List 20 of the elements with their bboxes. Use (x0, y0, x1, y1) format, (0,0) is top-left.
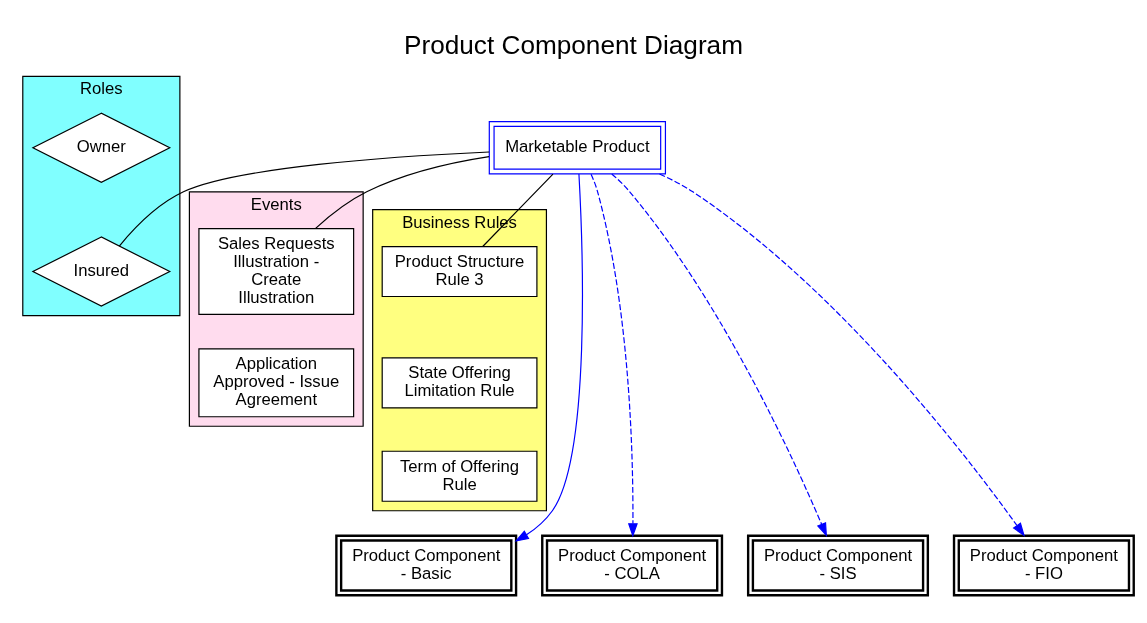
node-box: Sales Requests Illustration - Create Illustration (198, 227, 355, 315)
node-box: Application Approved - Issue Agreement (198, 347, 355, 417)
node-box: Product Component - Basic (335, 534, 518, 596)
node-diamond: Insured (31, 235, 172, 307)
connector (314, 155, 490, 229)
node-box: Marketable Product (488, 120, 667, 175)
arrow (611, 172, 828, 537)
node-box: State Offering Limitation Rule (381, 356, 538, 408)
connector (118, 150, 490, 247)
diagram-title: Product Component Diagram (404, 29, 743, 60)
node-diamond: Owner (31, 112, 172, 183)
arrow (658, 172, 1025, 537)
node-box: Product Component - SIS (746, 534, 930, 596)
connector (482, 173, 554, 247)
node-box: Product Structure Rule 3 (381, 245, 538, 297)
node-box: Product Component - FIO (952, 534, 1135, 596)
arrow (590, 173, 638, 537)
node-box: Term of Offering Rule (381, 450, 538, 502)
node-box: Product Component - COLA (541, 534, 724, 596)
arrow (514, 172, 583, 542)
